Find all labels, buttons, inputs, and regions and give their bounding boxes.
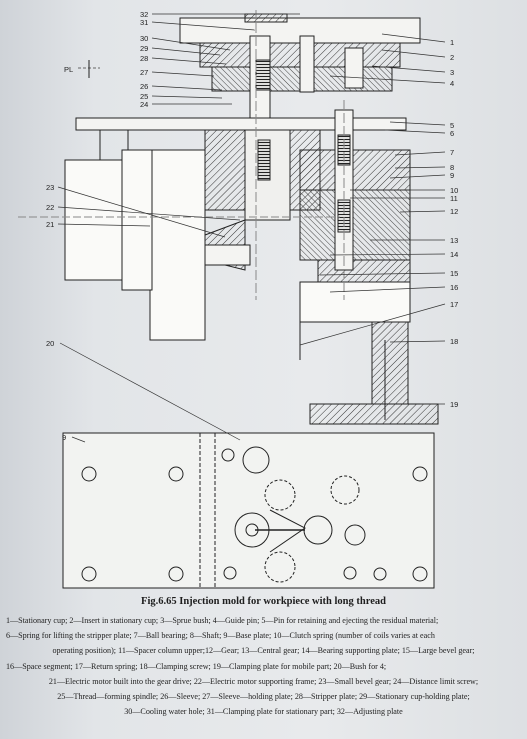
callout-labels: 1 2 3 4 5 6 7 8 9 10 11 12 13 14 15 16 1… bbox=[46, 10, 458, 442]
legend-line: 21—Electric motor built into the gear dr… bbox=[48, 676, 479, 686]
callout-10: 10 bbox=[450, 186, 458, 195]
callout-23: 23 bbox=[46, 183, 54, 192]
callout-5: 5 bbox=[450, 121, 454, 130]
section-view bbox=[18, 10, 439, 425]
plan-view bbox=[62, 432, 435, 589]
callout-8: 8 bbox=[450, 163, 454, 172]
callout-1: 1 bbox=[450, 38, 454, 47]
callout-6: 6 bbox=[450, 129, 454, 138]
mold-assembly-drawing: 1 2 3 4 5 6 7 8 9 10 11 12 13 14 15 16 1… bbox=[18, 10, 458, 589]
figure-caption: Fig.6.65 Injection mold for workpiece wi… bbox=[141, 596, 386, 607]
callout-11: 11 bbox=[450, 194, 458, 203]
legend-line: 16—Space segment; 17—Return spring; 18—C… bbox=[6, 661, 387, 671]
legend: 1—Stationary cup; 2—Insert in stationary… bbox=[6, 613, 521, 719]
callout-4: 4 bbox=[450, 79, 454, 88]
callout-17: 17 bbox=[450, 300, 458, 309]
callout-15: 15 bbox=[450, 269, 458, 278]
callout-21: 21 bbox=[46, 220, 54, 229]
callout-32: 32 bbox=[140, 10, 148, 19]
callout-9: 9 bbox=[450, 171, 454, 180]
callout-30: 30 bbox=[140, 34, 148, 43]
parting-line-label: PL bbox=[64, 65, 73, 74]
callout-29: 29 bbox=[140, 44, 148, 53]
callout-14: 14 bbox=[450, 250, 458, 259]
callout-13: 13 bbox=[450, 236, 458, 245]
callout-12: 12 bbox=[450, 207, 458, 216]
callout-9-plan: 9 bbox=[62, 433, 66, 442]
callout-18: 18 bbox=[450, 337, 458, 346]
callout-16: 16 bbox=[450, 283, 458, 292]
callout-20: 20 bbox=[46, 339, 54, 348]
callout-2: 2 bbox=[450, 53, 454, 62]
legend-line: 6—Spring for lifting the stripper plate;… bbox=[6, 631, 435, 641]
legend-line: 30—Cooling water hole; 31—Clamping plate… bbox=[124, 707, 403, 717]
legend-line: operating position); 11—Spacer column up… bbox=[52, 646, 475, 656]
callout-22: 22 bbox=[46, 203, 54, 212]
callout-26: 26 bbox=[140, 82, 148, 91]
callout-19: 19 bbox=[450, 400, 458, 409]
callout-leaders bbox=[57, 13, 446, 443]
callout-25: 25 bbox=[140, 92, 148, 101]
callout-28: 28 bbox=[140, 54, 148, 63]
legend-line: 1—Stationary cup; 2—Insert in stationary… bbox=[6, 616, 439, 625]
callout-31: 31 bbox=[140, 18, 148, 27]
callout-3: 3 bbox=[450, 68, 454, 77]
callout-27: 27 bbox=[140, 68, 148, 77]
legend-line: 25—Thread—forming spindle; 26—Sleeve; 27… bbox=[57, 692, 470, 702]
callout-7: 7 bbox=[450, 148, 454, 157]
callout-24: 24 bbox=[140, 100, 148, 109]
